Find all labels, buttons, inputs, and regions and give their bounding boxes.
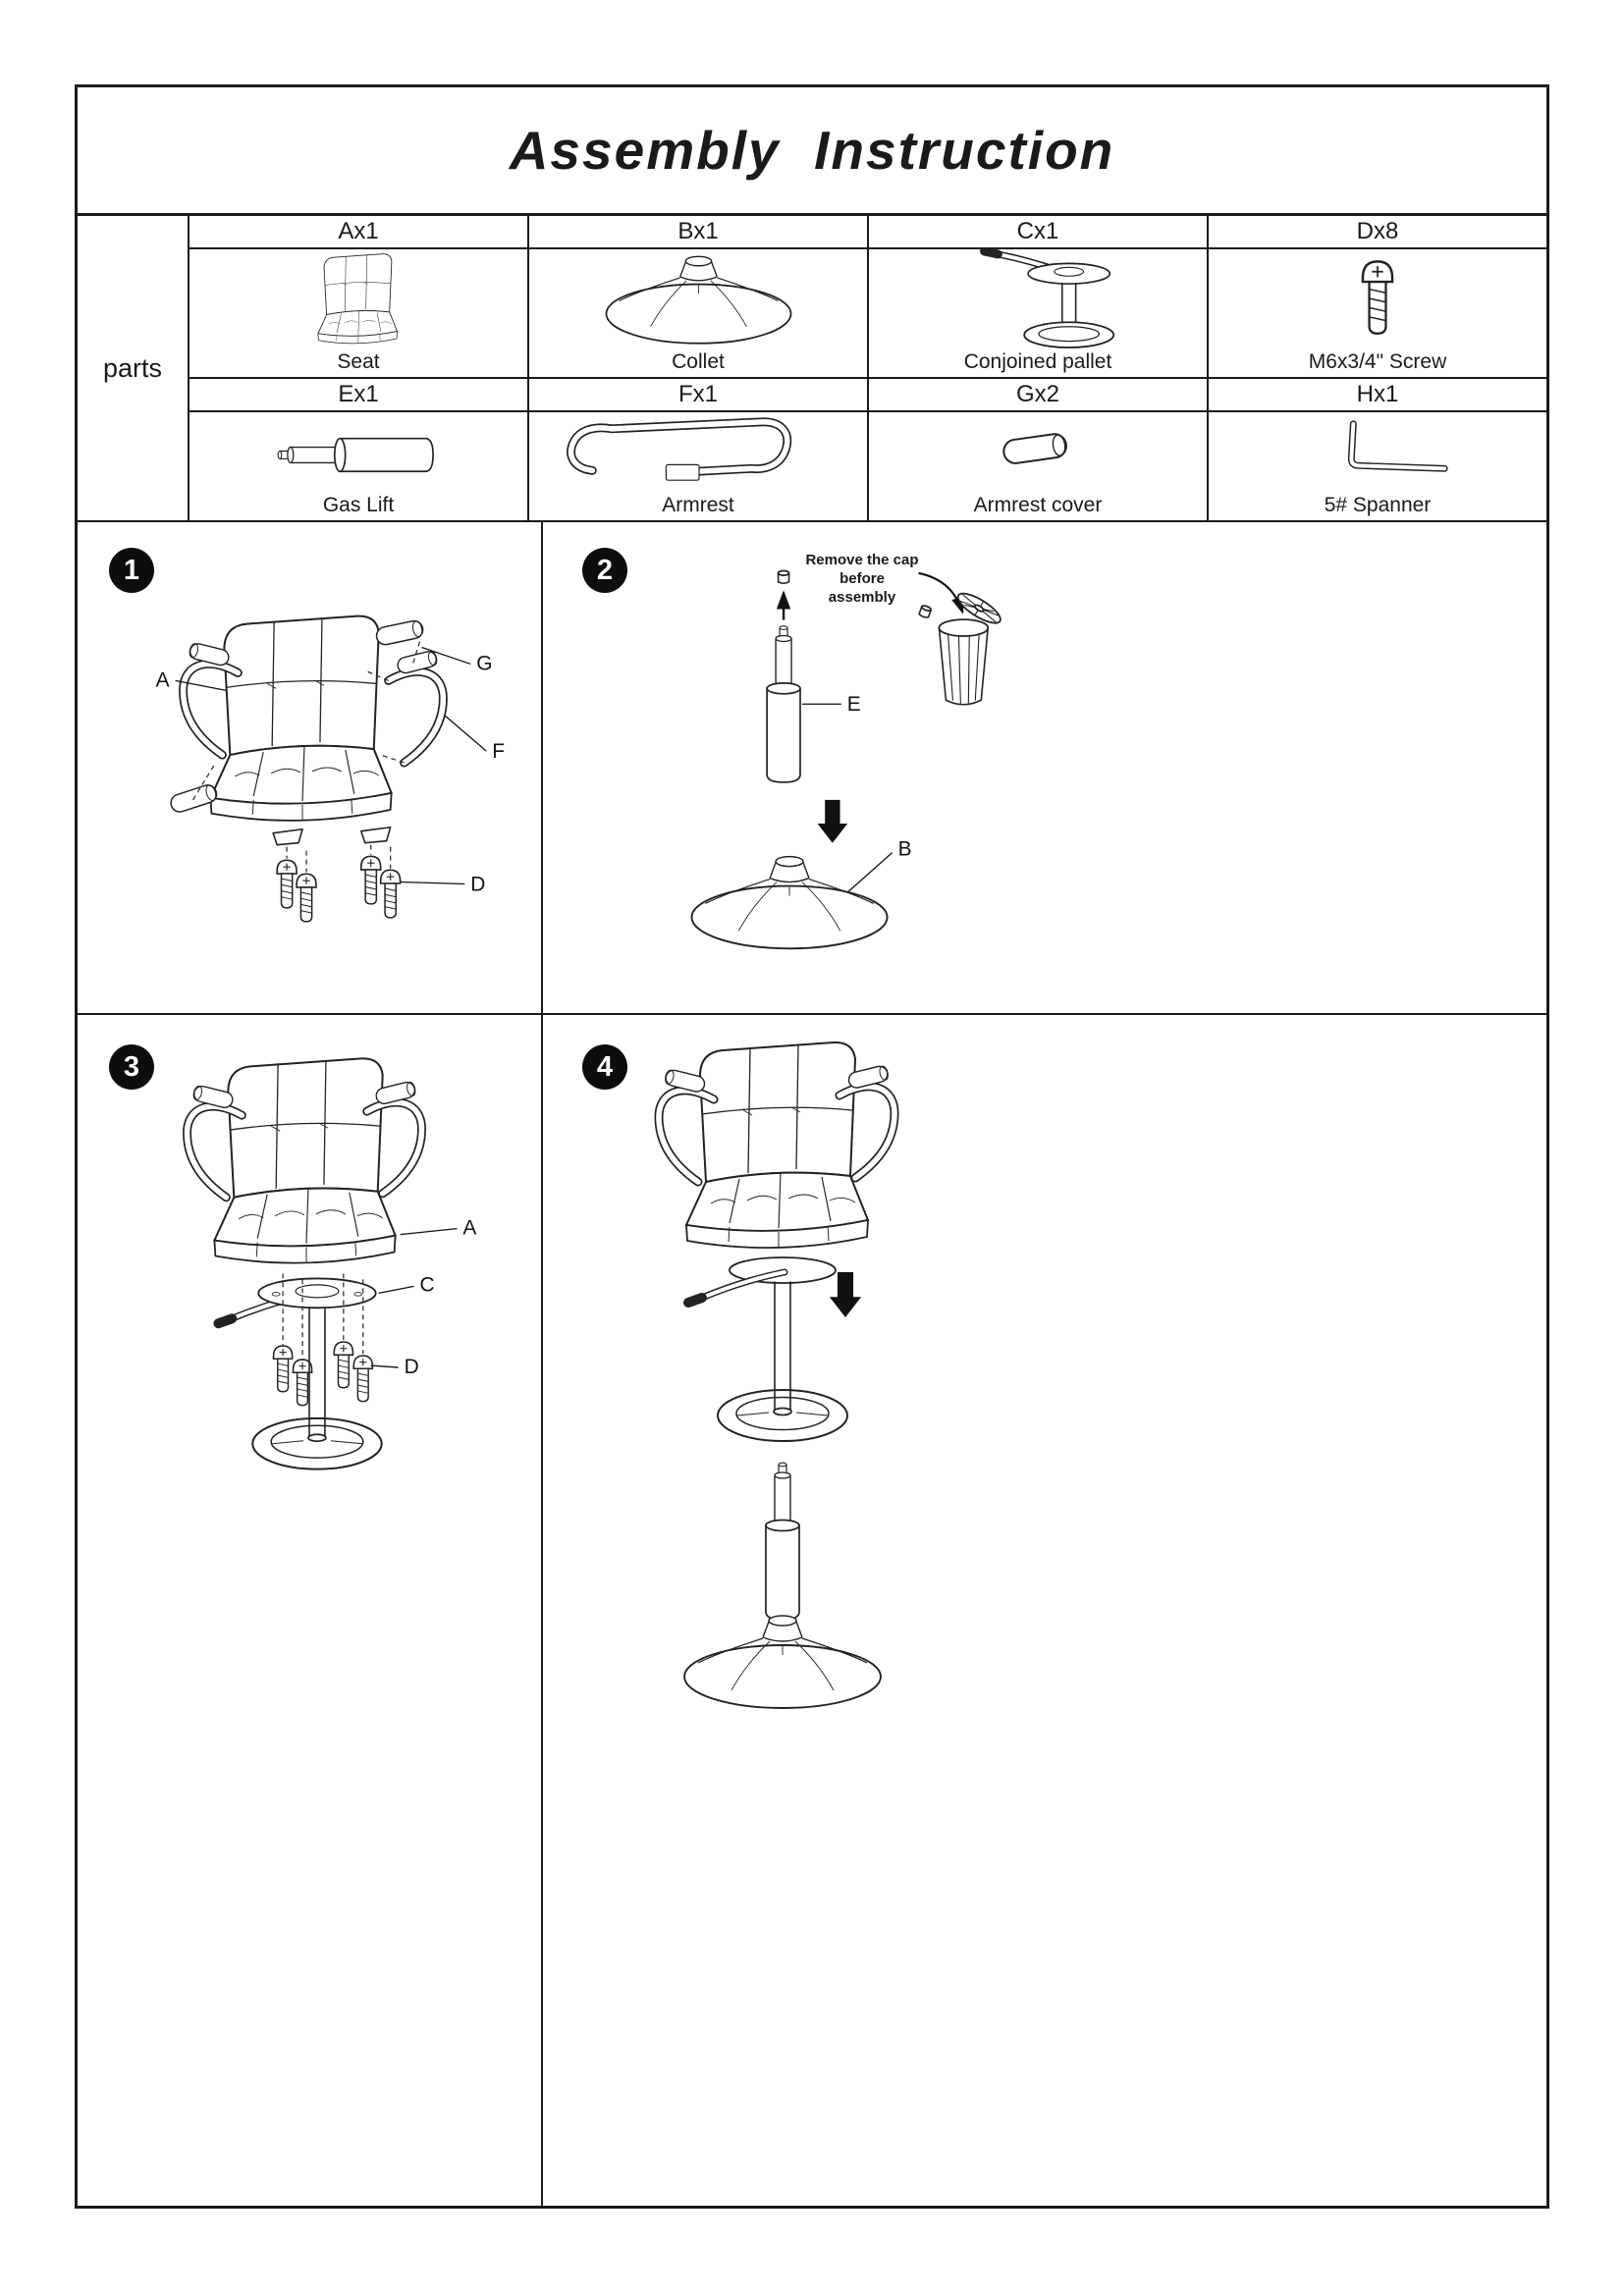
label-g: G [476,652,492,674]
step-2-badge: 2 [582,548,627,593]
part-caption-pallet: Conjoined pallet [963,350,1112,373]
screw-icon [276,859,298,909]
title-row: Assembly Instruction [78,87,1546,216]
step-4-badge: 4 [582,1044,627,1090]
label-d: D [405,1356,419,1378]
armrest-illustration [567,417,792,481]
label-a: A [462,1217,476,1240]
conjoined-pallet-illustration [980,249,1115,348]
part-caption-spanner: 5# Spanner [1324,494,1432,516]
part-code-c: Cx1 [867,216,1207,249]
step-2-illustration: E B [690,569,1001,950]
screw-icon [352,1355,374,1403]
part-caption-armrest: Armrest [662,494,734,516]
part-code-d: Dx8 [1207,216,1546,249]
step-3-panel: 3 [78,1015,543,2206]
part-cell-armrest-cover: Armrest cover [867,412,1207,522]
screw-icon [333,1341,354,1389]
part-code-f: Fx1 [527,379,867,412]
page-frame: Assembly Instruction parts Ax1 Bx1 Cx1 D… [75,84,1549,2209]
part-code-e: Ex1 [188,379,527,412]
part-code-h: Hx1 [1207,379,1546,412]
label-e: E [847,693,861,716]
label-c: C [420,1273,435,1296]
gas-lift-drawing [766,624,801,783]
spanner-illustration [1347,420,1448,472]
label-f: F [492,740,505,763]
down-arrow-icon [829,1272,862,1317]
screw-icon [379,869,402,919]
step-1-badge: 1 [109,548,154,593]
part-caption-collet: Collet [672,350,725,373]
gas-lift-illustration [277,437,434,473]
part-cell-screw: M6x3/4" Screw [1207,249,1546,379]
step-2-panel: 2 Remove the cap before assembly [543,522,1546,1015]
step-3-illustration: A C D [78,1015,476,1470]
seat-illustration [317,253,398,345]
part-code-a: Ax1 [188,216,527,249]
collet-illustration [605,255,792,345]
part-cell-spanner: 5# Spanner [1207,412,1546,522]
part-caption-armrest-cover: Armrest cover [973,494,1103,516]
part-code-b: Bx1 [527,216,867,249]
part-cell-gaslift: Gas Lift [188,412,527,522]
foot-ring-drawing [251,1416,383,1470]
part-cell-seat: Seat [188,249,527,379]
base-drawing [683,1615,882,1709]
label-b: B [898,838,912,861]
screw-icon [272,1345,294,1393]
steps-area: 1 [78,522,1546,2206]
page-title: Assembly Instruction [509,120,1115,181]
part-cell-pallet: Conjoined pallet [867,249,1207,379]
step-1-panel: 1 [78,522,543,1015]
screw-icon [359,855,382,905]
step-1-illustration: A G F D [156,614,505,923]
discard-arrow-icon [918,571,964,614]
step-3-badge: 3 [109,1044,154,1090]
step-4-illustration [543,1015,1546,1709]
down-arrow-icon [817,799,848,843]
screw-illustration [1361,260,1394,335]
base-drawing [690,855,889,950]
label-a: A [156,668,170,691]
cap-icon [777,569,790,585]
part-caption-gaslift: Gas Lift [322,494,395,516]
part-caption-seat: Seat [337,350,380,373]
armrest-cover-illustration [1001,431,1069,466]
parts-table: parts Ax1 Bx1 Cx1 Dx8 Seat Collet [78,216,1546,522]
cap-removal-note: Remove the cap before assembly [805,552,919,606]
part-caption-screw: M6x3/4" Screw [1308,350,1447,373]
part-cell-armrest: Armrest [527,412,867,522]
gas-lift-drawing [765,1462,800,1621]
trash-can-illustration [938,592,1001,706]
parts-row-label: parts [78,216,188,522]
label-d: D [470,873,485,895]
screw-icon [296,873,317,923]
cap-icon [918,605,933,618]
part-code-g: Gx2 [867,379,1207,412]
part-cell-collet: Collet [527,249,867,379]
step-4-panel: 4 [543,1015,1546,2206]
